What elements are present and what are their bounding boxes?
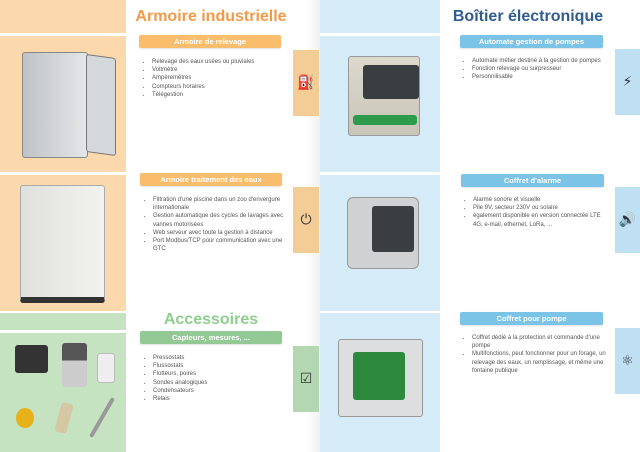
list-item: Web serveur avec toute la gestion à dist… bbox=[153, 229, 288, 237]
pump-box-image bbox=[338, 339, 423, 417]
list-item: Télégestion bbox=[152, 91, 290, 99]
left-page-title: Armoire industrielle bbox=[135, 8, 287, 25]
left-green-band bbox=[0, 313, 126, 330]
list-item: Pressostats bbox=[153, 354, 288, 362]
divider bbox=[0, 172, 126, 175]
din-controller-image bbox=[348, 56, 420, 136]
cabinet-image bbox=[22, 52, 88, 158]
alarm-box-image bbox=[347, 197, 419, 269]
divider bbox=[0, 33, 126, 36]
list-item: également disponible en version connecté… bbox=[473, 212, 608, 228]
list-item: Sondes analogiques bbox=[153, 379, 288, 387]
photo-panel-accessories bbox=[0, 333, 126, 452]
section-heading: Armoire de relevage bbox=[139, 35, 281, 48]
divider bbox=[0, 311, 126, 313]
plug-icon: ⏻ bbox=[293, 187, 319, 253]
feature-list: Coffret dédié à la protection et command… bbox=[462, 334, 607, 375]
atom-icon: ⚛ bbox=[615, 328, 640, 394]
checklist-icon: ☑ bbox=[293, 346, 319, 412]
section-heading: Capteurs, mesures, ... bbox=[140, 331, 282, 344]
right-page-title: Boîtier électronique bbox=[452, 8, 604, 25]
capacitor-image bbox=[97, 353, 115, 383]
section-heading: Automate gestion de pompes bbox=[460, 35, 603, 48]
feature-list: Filtration d'une piscine dans un zoo d'e… bbox=[143, 196, 288, 253]
feature-list: Pressostats Flussostats Flotteurs, poire… bbox=[143, 354, 288, 403]
photo-panel-relevage bbox=[0, 36, 126, 172]
section-heading: Coffret d'alarme bbox=[461, 174, 604, 187]
list-item: Flussostats bbox=[153, 362, 288, 370]
water-treatment-cabinet-image bbox=[20, 185, 105, 303]
list-item: Automate métier destiné à la gestion de … bbox=[472, 57, 602, 65]
speaker-icon: 🔊 bbox=[615, 187, 640, 253]
divider bbox=[320, 33, 440, 36]
right-top-band bbox=[320, 0, 440, 33]
section-heading: Coffret pour pompe bbox=[460, 312, 603, 325]
list-item: Personnilisable bbox=[472, 73, 602, 81]
section-heading: Armoire traitement des eaux bbox=[140, 173, 282, 186]
list-item: Filtration d'une piscine dans un zoo d'e… bbox=[153, 196, 288, 212]
divider bbox=[0, 330, 126, 333]
sensor-image bbox=[62, 343, 87, 387]
list-item: Gestion automatique des cycles de lavage… bbox=[153, 212, 288, 228]
list-item: Pile 9V, secteur 230V ou solaire bbox=[473, 204, 608, 212]
pump-icon: ⛽ bbox=[293, 50, 319, 116]
rod-sensor-image bbox=[89, 397, 115, 438]
photo-panel-alarme bbox=[320, 175, 440, 311]
list-item: Coffret dédié à la protection et command… bbox=[472, 334, 607, 350]
divider bbox=[320, 172, 440, 175]
float-switch-image bbox=[16, 408, 34, 428]
list-item: Multifonctions, peut fonctionner pour un… bbox=[472, 350, 607, 375]
pressostat-image bbox=[15, 345, 48, 373]
photo-panel-pompe bbox=[320, 313, 440, 452]
photo-panel-automate bbox=[320, 36, 440, 172]
photo-panel-traitement bbox=[0, 175, 126, 311]
list-item: Relais bbox=[153, 395, 288, 403]
feature-list: Automate métier destiné à la gestion de … bbox=[462, 57, 602, 82]
list-item: Alarme sonore et visuelle bbox=[473, 196, 608, 204]
accessories-title: Accessoires bbox=[163, 311, 259, 328]
list-item: Compteurs horaires bbox=[152, 83, 290, 91]
probe-image bbox=[54, 401, 74, 435]
lightning-icon: ⚡ bbox=[615, 49, 640, 115]
list-item: Port Modbus/TCP pour communication avec … bbox=[153, 237, 288, 253]
left-top-band bbox=[0, 0, 126, 33]
cabinet-door-image bbox=[86, 53, 116, 157]
divider bbox=[320, 311, 440, 313]
list-item: Flotteurs, poires bbox=[153, 370, 288, 378]
list-item: Voltmètre bbox=[152, 66, 290, 74]
list-item: Ampèremètres bbox=[152, 74, 290, 82]
list-item: Condensateurs bbox=[153, 387, 288, 395]
feature-list: Alarme sonore et visuelle Pile 9V, secte… bbox=[463, 196, 608, 229]
feature-list: Relevage des eaux usées ou pluviales Vol… bbox=[142, 58, 290, 99]
list-item: Fonction relevage ou surpresseur bbox=[472, 65, 602, 73]
list-item: Relevage des eaux usées ou pluviales bbox=[152, 58, 290, 66]
